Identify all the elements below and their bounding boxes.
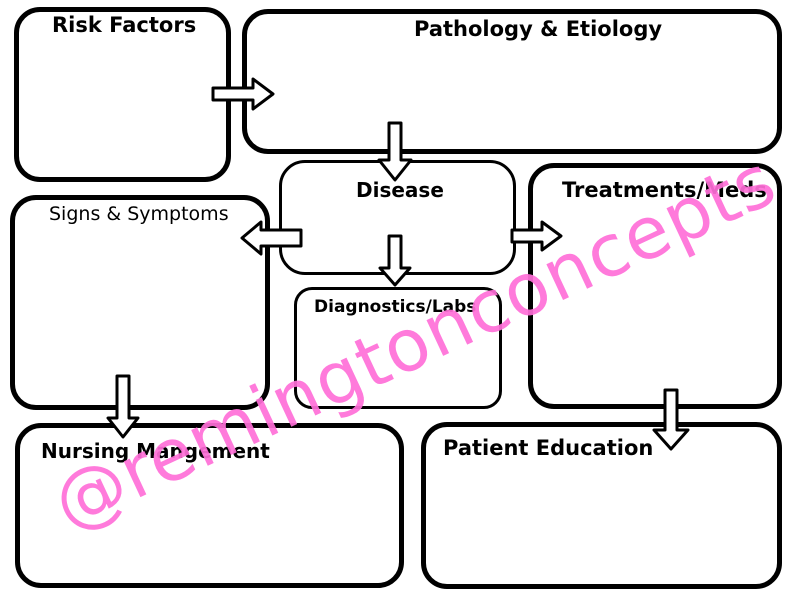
patient-education-box xyxy=(421,422,782,589)
risk-factors-label: Risk Factors xyxy=(52,13,197,37)
signs-symptoms-box xyxy=(10,195,270,410)
pathology-etiology-label: Pathology & Etiology xyxy=(414,17,663,41)
arrow-disease-to-diagnostics xyxy=(378,234,412,287)
arrow-disease-to-signs xyxy=(240,220,303,256)
arrow-risk-to-pathology xyxy=(211,77,275,111)
diagnostics-labs-box xyxy=(294,287,502,409)
arrow-disease-to-treatments xyxy=(510,220,563,252)
treatments-meds-label: Treatments/Meds xyxy=(562,178,767,202)
arrow-pathology-to-disease xyxy=(377,121,413,182)
arrow-treatments-to-education xyxy=(652,388,690,451)
patient-education-label: Patient Education xyxy=(443,436,654,460)
signs-symptoms-label: Signs & Symptoms xyxy=(49,203,229,225)
nursing-management-label: Nursing Mangement xyxy=(41,439,270,463)
treatments-meds-box xyxy=(528,163,782,409)
disease-label: Disease xyxy=(356,178,444,202)
nursing-management-box xyxy=(15,423,404,588)
risk-factors-box xyxy=(14,7,231,182)
arrow-signs-to-nursing xyxy=(106,374,140,439)
diagnostics-labs-label: Diagnostics/Labs xyxy=(314,297,477,317)
pathology-etiology-box xyxy=(242,9,782,154)
